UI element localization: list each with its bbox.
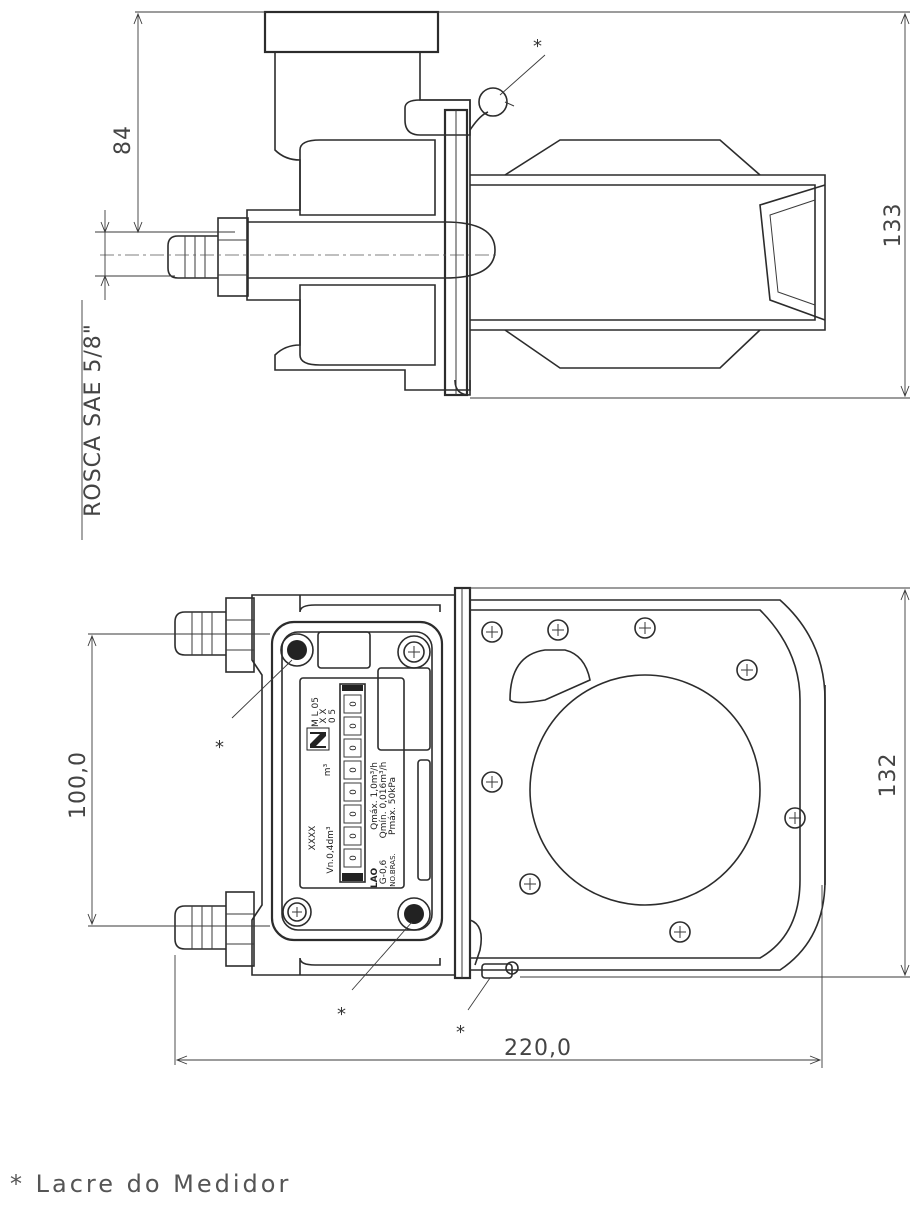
- dim-84: 84: [111, 125, 136, 155]
- plate-model: XXXX: [308, 826, 318, 851]
- counter-digit: 0: [349, 701, 359, 707]
- counter-digit-cell: [343, 826, 362, 846]
- footnote-seal-legend: * Lacre do Medidor: [10, 1170, 292, 1198]
- counter-digit-cell: [343, 848, 362, 868]
- plate-qmax: Qmáx. 1,0m³/h: [370, 762, 380, 830]
- seal-marker-left: *: [215, 737, 224, 758]
- front-view: 0 0 0 0 0 0 0 0 XXXX Vn.0,4dm³ m³ M L 05 X X 0 …: [66, 586, 910, 1068]
- meter-top-cap: [263, 10, 440, 54]
- seal-marker-wire: *: [456, 1022, 465, 1043]
- plate-scale-top: M L 05: [311, 697, 321, 727]
- hex-nut-side: [217, 217, 249, 297]
- fitting-top: [174, 597, 255, 673]
- plate-unit: m³: [323, 763, 333, 776]
- counter-digit: 0: [349, 745, 359, 751]
- nameplate-frame: [270, 620, 444, 942]
- brand-logo: [306, 727, 330, 751]
- plate-screw-top-right: [397, 635, 431, 669]
- diaphragm-window: [529, 674, 761, 906]
- counter-digit: 0: [349, 833, 359, 839]
- counter-digit-cell: [343, 738, 362, 758]
- plate-vn: Vn.0,4dm³: [326, 826, 336, 874]
- counter-digit: 0: [349, 855, 359, 861]
- counter-digit-cell: [343, 782, 362, 802]
- counter-digit: 0: [349, 811, 359, 817]
- top-view: 84 ROSCA SAE 5/8" 133 *: [81, 10, 910, 540]
- counter-digit-cell: [343, 760, 362, 780]
- seal-screw-bottom-right: [397, 897, 431, 931]
- plate-class: G-0,6: [379, 859, 389, 884]
- dim-100: 100,0: [66, 751, 91, 819]
- dim-132: 132: [876, 753, 901, 798]
- plate-scale-bot: 0 5: [328, 709, 338, 723]
- plate-pmax: Pmáx. 50kPa: [388, 777, 398, 835]
- dim-220: 220,0: [504, 1036, 572, 1061]
- counter-window: [339, 683, 366, 883]
- meter-body-outline: [246, 51, 471, 391]
- thread-label: ROSCA SAE 5/8": [81, 323, 106, 517]
- counter-digit-cell: [343, 694, 362, 714]
- front-housing: [470, 599, 826, 971]
- nameplate: 0 0 0 0 0 0 0 0 XXXX Vn.0,4dm³ m³ M L 05 X X 0 …: [299, 677, 405, 889]
- counter-digit: 0: [349, 723, 359, 729]
- seal-screw-top-left: [280, 633, 314, 667]
- seal-top-view: [478, 87, 508, 117]
- counter-digit: 0: [349, 789, 359, 795]
- plate-qmin: Qmín. 0,016m³/h: [379, 762, 389, 839]
- plate-scale-mid: X X: [319, 708, 329, 723]
- fitting-bottom: [174, 891, 255, 967]
- seal-wire-bottom: [469, 919, 519, 979]
- seal-marker-top: *: [533, 36, 542, 57]
- plate-screw-bottom-left: [282, 897, 312, 927]
- threaded-fitting: [167, 235, 218, 279]
- counter-digit-cell: [343, 804, 362, 824]
- plate-cert: NO.BRAS.: [389, 853, 397, 887]
- dim-133: 133: [881, 203, 906, 248]
- counter-digit: 0: [349, 767, 359, 773]
- plate-brand: LAO: [370, 867, 380, 888]
- housing-screws: [481, 617, 806, 943]
- diaphragm-housing: [470, 174, 826, 331]
- seal-marker-bottom: *: [337, 1004, 346, 1025]
- counter-digit-cell: [343, 716, 362, 736]
